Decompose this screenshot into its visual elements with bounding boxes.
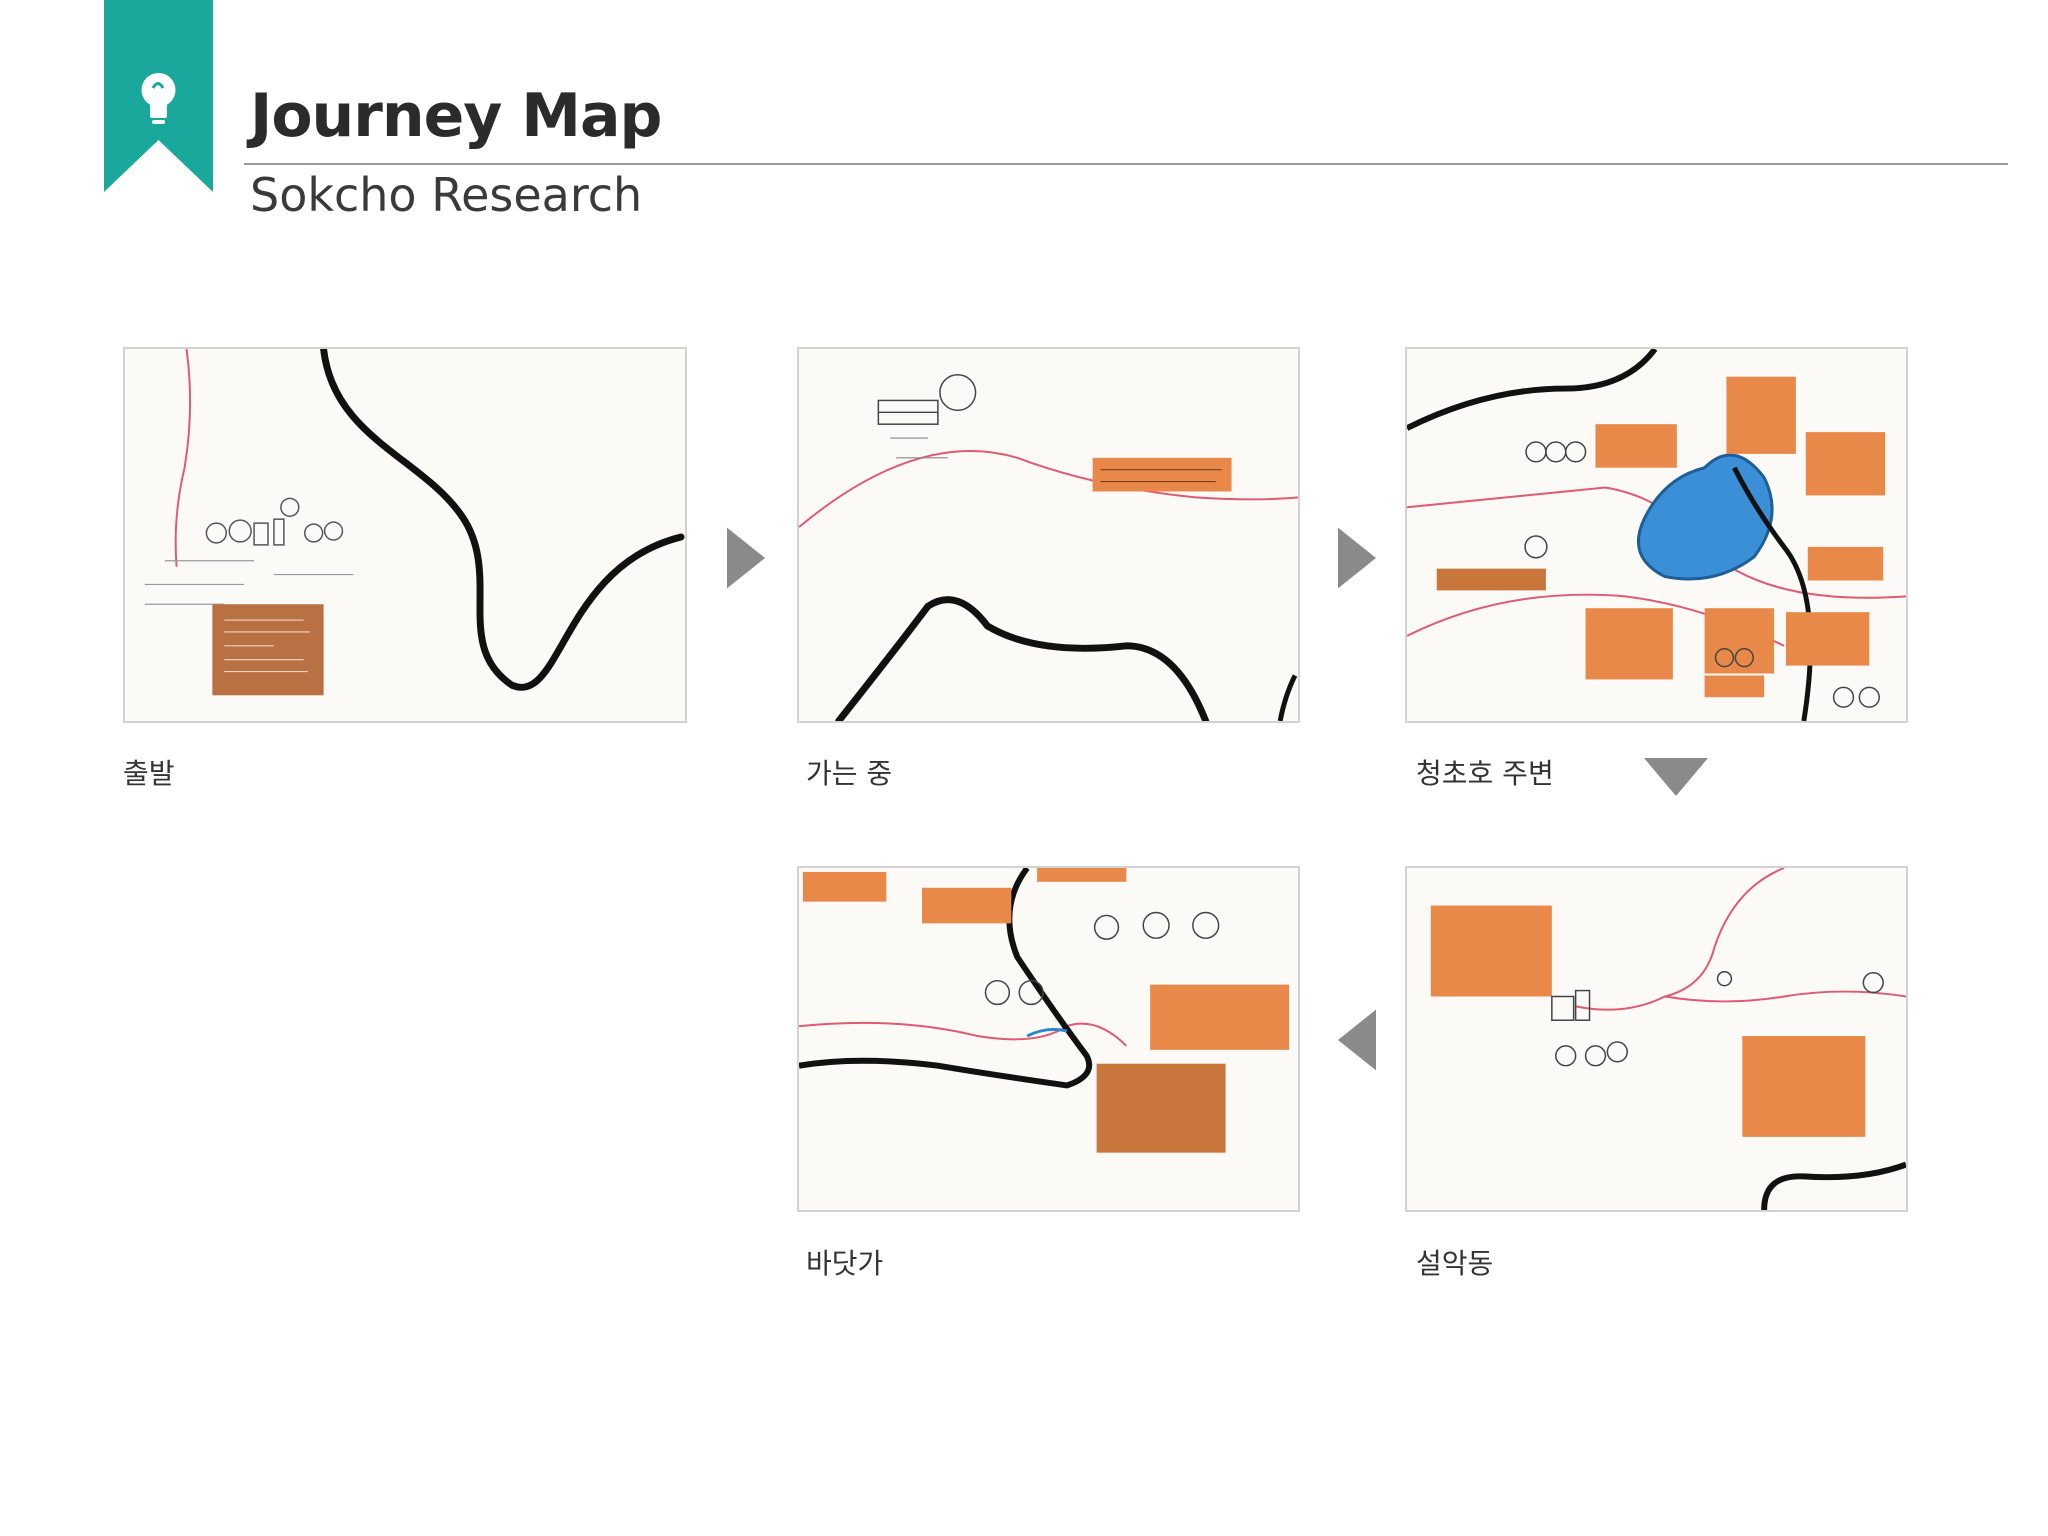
stage-card-departure (123, 347, 687, 723)
lightbulb-icon (141, 73, 176, 124)
page-subtitle: Sokcho Research (250, 168, 643, 222)
lake-shape (1636, 453, 1774, 581)
stage-label-departure: 출발 (123, 757, 175, 790)
stage-label-beach: 바닷가 (806, 1247, 884, 1280)
stage-card-on-the-way (797, 347, 1300, 723)
sticky-note (802, 868, 1290, 1153)
sticky-note (1092, 457, 1232, 492)
page-title: Journey Map (250, 81, 662, 151)
stage-label-cheongchoho: 청초호 주변 (1416, 757, 1554, 790)
sticky-note (1430, 905, 1866, 1137)
stage-card-seoraksan (1405, 866, 1908, 1212)
title-divider (244, 163, 2008, 165)
stage-card-cheongchoho (1405, 347, 1908, 723)
people-sketch (205, 497, 344, 546)
sticky-note (212, 604, 324, 696)
arrow-left-icon (1338, 1009, 1376, 1071)
sticky-note (1436, 376, 1886, 698)
arrow-right-icon (727, 527, 765, 589)
bus-sketch (877, 373, 977, 425)
bookmark-ribbon (104, 0, 213, 192)
stage-card-beach (797, 866, 1300, 1212)
stage-label-seoraksan: 설악동 (1416, 1247, 1494, 1280)
stage-label-on-the-way: 가는 중 (806, 757, 893, 790)
arrow-down-icon (1644, 758, 1708, 796)
arrow-right-icon (1338, 527, 1376, 589)
